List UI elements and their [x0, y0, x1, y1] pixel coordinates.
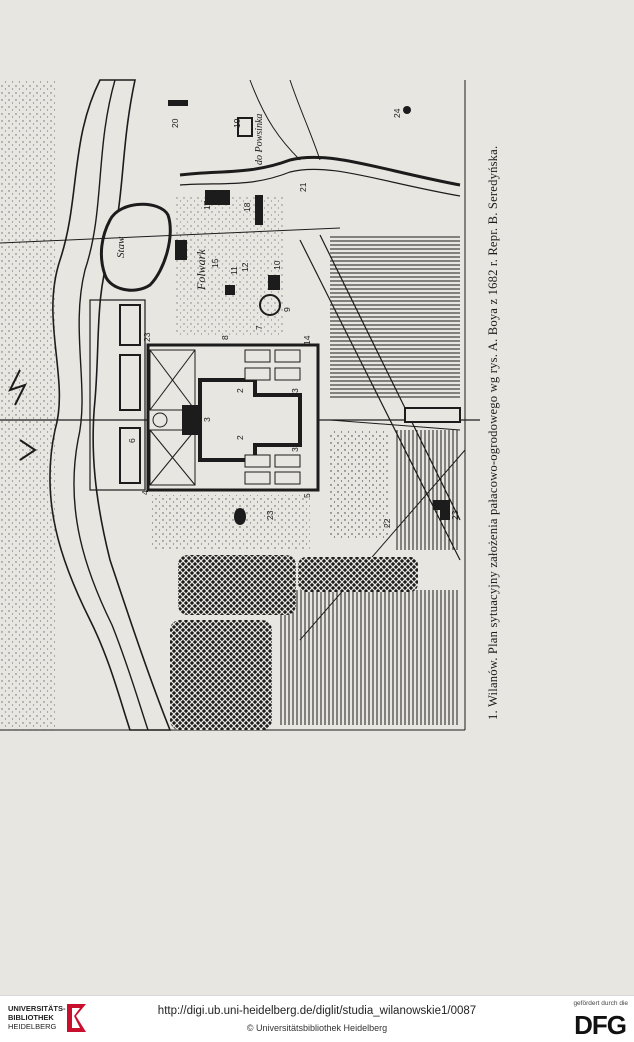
plan-number-7: 7	[254, 325, 264, 330]
folwark-label: Folwark	[194, 249, 208, 291]
plan-number-4: 4	[140, 490, 150, 495]
plan-number-2b: 2	[235, 388, 245, 393]
library-name-line2: BIBLIOTHEK	[8, 1013, 54, 1022]
library-name-line3: HEIDELBERG	[8, 1022, 57, 1031]
plan-number-6: 6	[127, 438, 137, 443]
plan-number-10: 10	[272, 260, 282, 270]
plan-number-3b: 3	[290, 447, 300, 452]
plan-number-3: 3	[290, 388, 300, 393]
plan-number-8: 8	[220, 335, 230, 340]
plan-number-24: 24	[392, 108, 402, 118]
plan-number-14: 23	[142, 332, 152, 342]
plan-number-3c: 3	[202, 417, 212, 422]
plan-number-13: 14	[302, 335, 312, 345]
plan-number-14b: 15	[210, 258, 220, 268]
plan-number-5: 5	[302, 493, 312, 498]
plan-number-12: 12	[240, 262, 250, 272]
plan-number-22: 23	[265, 510, 275, 520]
plan-number-15: 17	[202, 200, 212, 210]
permalink-url[interactable]: http://digi.ub.uni-heidelberg.de/diglit/…	[157, 1005, 477, 1017]
plan-number-17: 18	[242, 202, 252, 212]
footer-bar: UNIVERSITÄTS- BIBLIOTHEK HEIDELBERG http…	[0, 995, 634, 1042]
plan-number-11: 11	[229, 266, 239, 275]
scanned-page: Staw	[0, 79, 508, 731]
plan-number-9: 9	[282, 307, 292, 312]
copyright-text: © Universitätsbibliothek Heidelberg	[246, 1023, 388, 1033]
plan-number-21: 22	[382, 518, 392, 528]
stream-label: do Powsinka	[254, 114, 265, 165]
dfg-logo[interactable]: gefördert durch die DFG	[560, 999, 630, 1040]
plan-number-2: 2	[235, 435, 245, 440]
plan-number-18: 19	[232, 118, 242, 128]
library-name-line1: UNIVERSITÄTS-	[8, 1004, 66, 1013]
library-logo-icon[interactable]	[64, 1002, 90, 1036]
dfg-funding-note: gefördert durch die	[573, 1000, 628, 1007]
library-logo-text[interactable]: UNIVERSITÄTS- BIBLIOTHEK HEIDELBERG	[8, 1004, 66, 1031]
figure-caption: 1. Wilanów. Plan sytuacyjny założenia pa…	[486, 80, 508, 720]
plan-number-19: 20	[170, 118, 180, 128]
plan-number-20: 21	[298, 182, 308, 192]
plan-number-23: 23	[450, 510, 460, 520]
pond-label: Staw	[115, 236, 127, 258]
dfg-logo-text: DFG	[574, 1010, 627, 1040]
figure-caption-text: 1. Wilanów. Plan sytuacyjny założenia pa…	[486, 145, 500, 720]
site-plan-illustration: Staw	[0, 79, 480, 731]
